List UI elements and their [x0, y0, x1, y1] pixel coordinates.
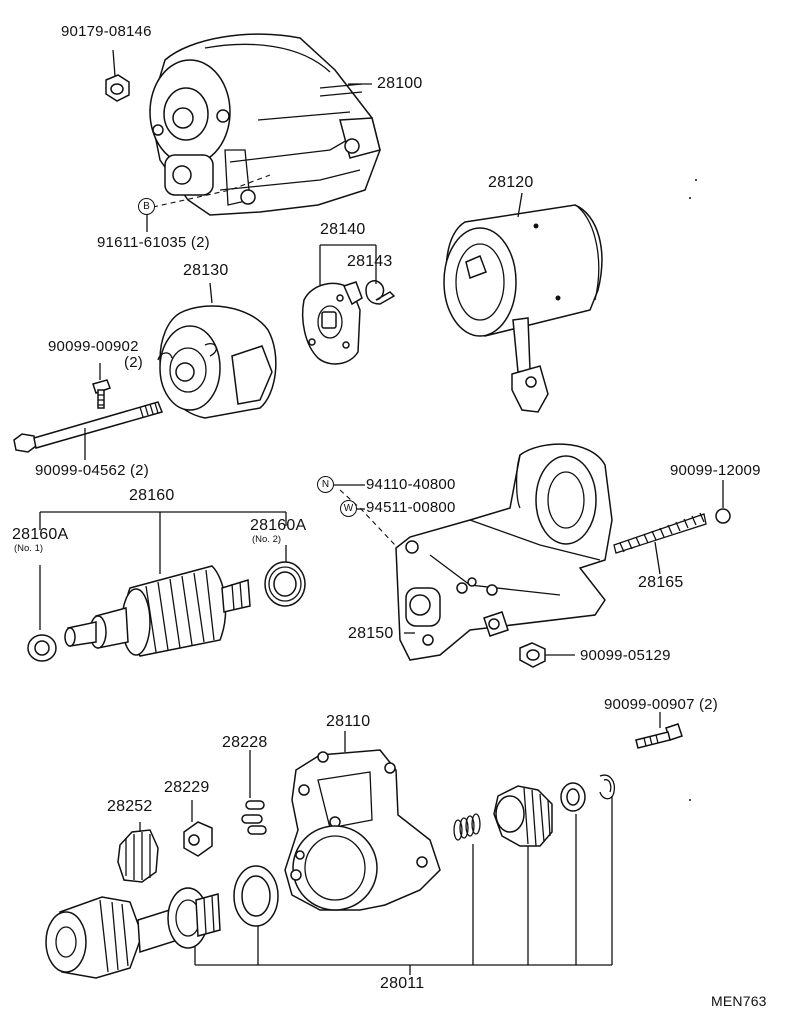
callout-bubble-w: W — [340, 500, 357, 517]
nut-90179-08146 — [105, 74, 130, 102]
callout-bubble-n: N — [317, 476, 334, 493]
part-label-90099-00902-qty: (2) — [124, 354, 143, 371]
part-label-28100: 28100 — [377, 75, 423, 92]
part-label-28160a-no2: 28160A — [250, 517, 307, 534]
diagram-code: MEN763 — [711, 993, 767, 1009]
yoke-28120 — [443, 204, 603, 413]
part-label-91611-61035: 91611-61035 (2) — [97, 234, 210, 251]
part-label-94511-00800: 94511-00800 — [366, 499, 456, 516]
part-label-90099-12009: 90099-12009 — [670, 462, 761, 479]
magnetic-switch-28150 — [395, 443, 613, 661]
part-label-28229: 28229 — [164, 779, 210, 796]
steel-ball-90099-12009 — [715, 508, 731, 524]
part-label-28160a-no1: 28160A — [12, 526, 69, 543]
through-bolt-90099-04562 — [13, 401, 164, 453]
part-label-90179-08146: 90179-08146 — [61, 23, 152, 40]
end-frame-28130 — [157, 305, 277, 419]
part-label-28011: 28011 — [380, 975, 425, 992]
nut-90099-05129 — [519, 642, 546, 668]
part-label-90099-00902: 90099-00902 — [48, 338, 139, 355]
part-label-28150: 28150 — [348, 625, 394, 642]
part-note-28160a-no1: (No. 1) — [14, 543, 44, 554]
part-label-28120: 28120 — [488, 174, 534, 191]
part-label-90099-05129: 90099-05129 — [580, 647, 671, 664]
part-label-90099-04562: 90099-04562 (2) — [35, 462, 149, 479]
armature-28160 — [64, 565, 251, 657]
part-label-28140: 28140 — [320, 221, 366, 238]
part-label-28143: 28143 — [347, 253, 393, 270]
part-label-94110-40800: 94110-40800 — [366, 476, 456, 493]
seal-washer — [233, 865, 279, 927]
callout-bubble-b: B — [138, 198, 155, 215]
bearing-28160a-no2 — [264, 561, 306, 607]
screw-90099-00902 — [92, 379, 111, 409]
retainer-ring — [560, 782, 586, 812]
part-label-28228: 28228 — [222, 734, 268, 751]
starter-clutch-28011 — [45, 887, 221, 979]
clutch-rollers-28228 — [241, 800, 267, 835]
idler-gear-28252 — [117, 829, 159, 883]
starter-housing-28110 — [284, 749, 441, 911]
part-label-28110: 28110 — [326, 713, 371, 730]
bearing-28160a-no1 — [27, 634, 57, 662]
part-label-28160: 28160 — [129, 487, 175, 504]
return-spring-28165 — [613, 512, 707, 554]
pinion-gear — [493, 785, 553, 847]
starter-assembly-28100 — [149, 33, 381, 216]
part-label-28130: 28130 — [183, 262, 229, 279]
brush-holder-28140 — [301, 281, 363, 365]
part-label-28252: 28252 — [107, 798, 153, 815]
part-label-90099-00907: 90099-00907 (2) — [604, 696, 718, 713]
compression-spring — [453, 813, 481, 841]
brush-spring-28143 — [365, 280, 396, 305]
bolt-90099-00907 — [635, 723, 683, 749]
part-note-28160a-no2: (No. 2) — [252, 534, 282, 545]
part-label-28165: 28165 — [638, 574, 684, 591]
snap-ring — [599, 774, 616, 800]
roller-retainer-28229 — [183, 821, 213, 857]
